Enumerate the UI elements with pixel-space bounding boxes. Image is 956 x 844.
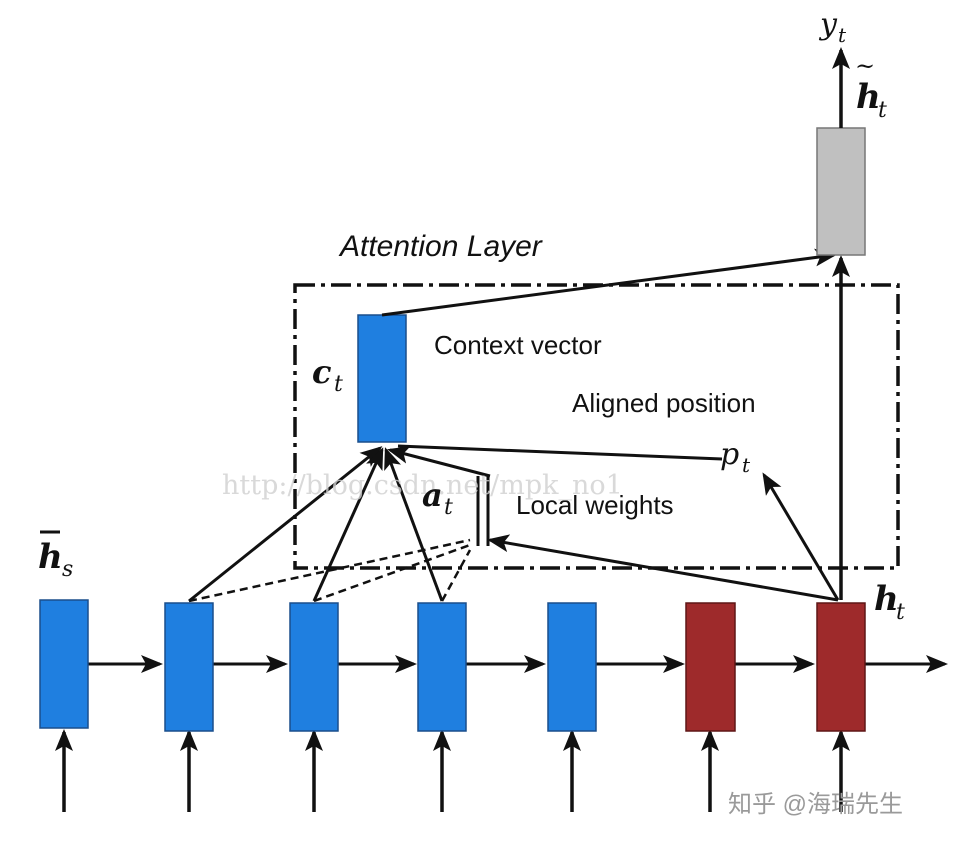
ct-symbol: c bbox=[312, 353, 331, 391]
math-ct: c t bbox=[312, 353, 343, 397]
source-state-3 bbox=[289, 602, 339, 732]
pt-subscript: t bbox=[742, 453, 751, 477]
context-to-hidden-arrow bbox=[381, 248, 837, 317]
h-tilde-symbol: h bbox=[856, 77, 881, 117]
target-state-ht bbox=[816, 602, 866, 732]
math-ht: h t bbox=[874, 579, 905, 625]
yt-subscript: t bbox=[838, 23, 847, 47]
yt-symbol: y bbox=[818, 7, 838, 42]
at-symbol: a bbox=[422, 476, 443, 514]
local-weights-label: Local weights bbox=[516, 490, 674, 520]
ht-subscript: t bbox=[896, 600, 905, 625]
math-h-tilde: ~ h t bbox=[855, 52, 887, 123]
ht-symbol: h bbox=[874, 579, 899, 619]
ht-to-weights-arrow bbox=[487, 534, 839, 602]
hs-symbol: h bbox=[38, 537, 63, 577]
source-state-5 bbox=[547, 602, 597, 732]
watermark-text: http://blog.csdn.net/mpk_no1 bbox=[222, 470, 623, 501]
context-vector-block bbox=[357, 314, 407, 443]
ct-subscript: t bbox=[334, 372, 343, 397]
aligned-position-label: Aligned position bbox=[572, 388, 756, 418]
math-hs: h s bbox=[38, 530, 73, 582]
source-state-4 bbox=[417, 602, 467, 732]
math-yt: y t bbox=[818, 7, 847, 47]
local-weight-dashed-lines bbox=[188, 538, 472, 603]
input-arrows bbox=[55, 729, 850, 812]
weights-to-context-arrow bbox=[387, 446, 491, 546]
target-state-1 bbox=[685, 602, 736, 732]
attention-layer-box bbox=[293, 283, 900, 570]
ht-to-pt-arrow bbox=[762, 472, 840, 601]
at-subscript: t bbox=[444, 495, 453, 520]
source-state-1 bbox=[39, 599, 89, 729]
hs-subscript: s bbox=[62, 557, 73, 582]
source-state-2 bbox=[164, 602, 214, 732]
context-vector-label: Context vector bbox=[434, 330, 602, 360]
credit-text: 知乎 @海瑞先生 bbox=[728, 791, 903, 818]
attention-layer-title: Attention Layer bbox=[338, 230, 543, 263]
math-at: a t bbox=[422, 476, 453, 520]
tilde-mark: ~ bbox=[855, 52, 875, 80]
attentional-hidden-block bbox=[816, 127, 866, 256]
encoder-to-context-arrows bbox=[188, 446, 444, 603]
h-tilde-subscript: t bbox=[878, 98, 887, 123]
pt-symbol: p bbox=[720, 437, 739, 472]
math-pt: p t bbox=[720, 437, 751, 477]
aligned-position-line bbox=[397, 444, 723, 461]
